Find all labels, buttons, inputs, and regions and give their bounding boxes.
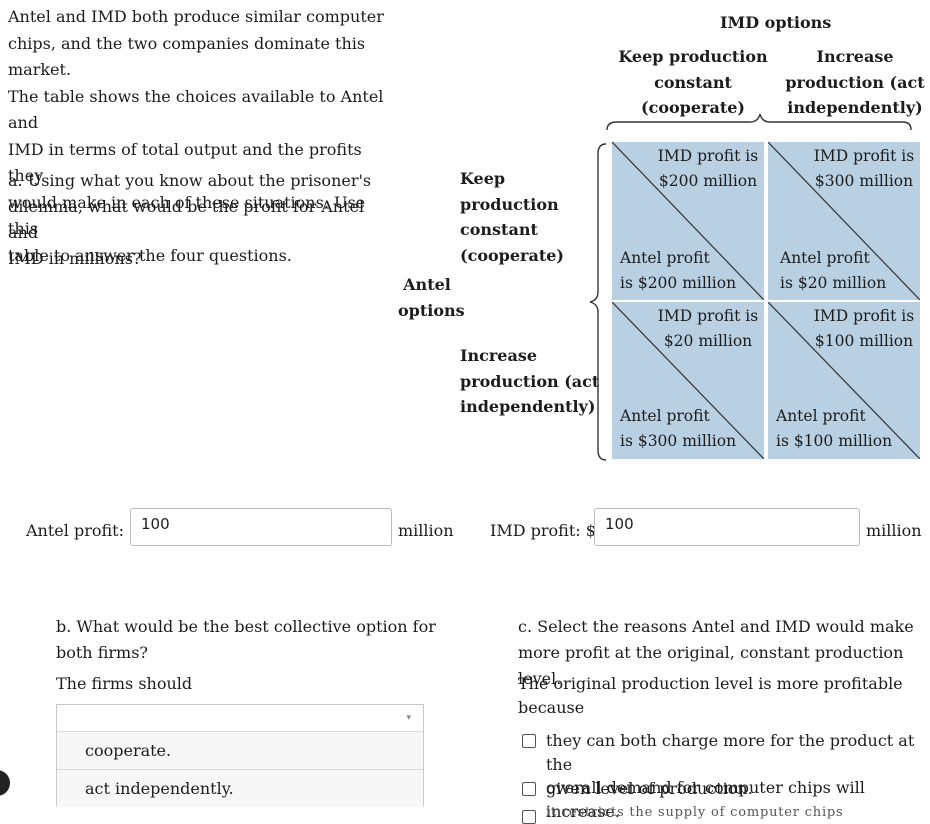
option-line: given level of production. (546, 779, 753, 798)
question-c-line: c. Select the reasons Antel and IMD woul… (518, 617, 914, 636)
dropdown-selected-value[interactable] (57, 705, 423, 731)
question-a-line: dilemma, what would be the profit for An… (8, 197, 365, 242)
imd-profit-label: IMD profit: $ (490, 521, 596, 540)
imd-col-keep-header: Keep production constant (cooperate) (618, 44, 768, 121)
reason-charge-more-text: they can both charge more for the produc… (546, 729, 930, 801)
antel-profit-text: Antel profit is $20 million (780, 246, 886, 296)
antel-title-line: options (398, 300, 465, 320)
cell-line: Antel profit (776, 407, 866, 425)
antel-profit-text: Antel profit is $200 million (620, 246, 736, 296)
cell-line: $200 million (658, 172, 758, 190)
cell-line: IMD profit is (813, 147, 915, 165)
dropdown-option-cooperate[interactable]: cooperate. (57, 731, 423, 769)
antel-row-keep-header: Keep production constant (cooperate) (460, 166, 564, 268)
row-header-line: Increase (460, 346, 538, 365)
question-b: b. What would be the best collective opt… (56, 614, 436, 666)
dropdown-option-act-independently[interactable]: act independently. (57, 769, 423, 807)
col-header-line: constant (654, 72, 732, 92)
cell-line: is $300 million (620, 432, 737, 450)
cell-line: Antel profit (620, 249, 710, 267)
row-header-line: independently) (460, 397, 596, 416)
reason-restricts-supply-text: it restricts the supply of computer chip… (546, 805, 844, 820)
imd-options-title: IMD options (720, 13, 832, 32)
question-c: c. Select the reasons Antel and IMD woul… (518, 614, 930, 692)
cell-line: $300 million (814, 172, 914, 190)
question-b-line: b. What would be the best collective opt… (56, 617, 436, 636)
cell-cooperate-independent: IMD profit is $300 million Antel profit … (768, 142, 920, 300)
antel-profit-text: Antel profit is $100 million (776, 404, 892, 454)
antel-profit-input[interactable]: 100 (130, 508, 392, 546)
question-c-prompt-line: The original production level is more pr… (518, 674, 903, 693)
antel-row-increase-header: Increase production (act independently) (460, 343, 599, 420)
cell-line: is $100 million (776, 432, 893, 450)
antel-profit-label: Antel profit: $ (26, 521, 140, 540)
col-header-line: Keep production (618, 47, 768, 66)
question-c-line: more profit at the original, constant pr… (518, 643, 904, 688)
cell-line: $100 million (814, 332, 914, 350)
row-header-line: Keep (460, 169, 506, 188)
cell-independent-independent: IMD profit is $100 million Antel profit … (768, 302, 920, 459)
intro-line: would make in each of these situations. … (8, 192, 366, 239)
cursor-marker-icon (0, 770, 10, 796)
reason-checkbox-demand-increase[interactable] (522, 782, 536, 796)
imd-profit-text: IMD profit is $200 million (652, 144, 764, 194)
intro-line: IMD in terms of total output and the pro… (8, 139, 362, 186)
imd-profit-input[interactable]: 100 (594, 508, 860, 546)
row-header-line: production (460, 194, 559, 214)
antel-title-line: Antel (403, 275, 451, 294)
reason-demand-increase-text: overall demand for computer chips will i… (546, 778, 865, 821)
intro-line: The table shows the choices available to… (8, 86, 384, 133)
cell-line: Antel profit (780, 249, 870, 267)
reason-checkbox-restricts-supply[interactable] (522, 810, 536, 824)
option-line: they can both charge more for the produc… (546, 731, 915, 774)
question-c-prompt: The original production level is more pr… (518, 672, 903, 720)
imd-profit-text: IMD profit is $100 million (808, 304, 920, 354)
unit-label: million (866, 521, 922, 540)
reason-checkbox-charge-more[interactable] (522, 734, 536, 748)
intro-line: table to answer the four questions. (8, 245, 292, 265)
left-brace (589, 143, 607, 461)
question-c-prompt-line: because (518, 698, 585, 717)
row-header-line: (cooperate) (460, 245, 564, 265)
cell-cooperate-cooperate: IMD profit is $200 million Antel profit … (612, 142, 764, 300)
question-a-line: IMD in millions? (8, 249, 142, 268)
col-header-line: production (act (785, 72, 925, 92)
antel-options-title: Antel options (398, 272, 465, 323)
row-header-line: constant (460, 220, 538, 239)
intro-text: Antel and IMD both produce similar compu… (8, 4, 388, 269)
col-header-line: Increase (816, 47, 894, 66)
antel-profit-text: Antel profit is $300 million (620, 404, 736, 454)
row-header-line: production (act (460, 371, 600, 391)
cell-independent-cooperate: IMD profit is $20 million Antel profit i… (612, 302, 764, 459)
imd-profit-text: IMD profit is $300 million (808, 144, 920, 194)
top-brace (606, 113, 912, 131)
question-a-line: a. Using what you know about the prisone… (8, 171, 372, 190)
cell-line: IMD profit is (657, 147, 759, 165)
intro-line: chips, and the two companies dominate th… (8, 33, 366, 80)
cell-line: IMD profit is (657, 307, 759, 325)
cell-line: is $200 million (620, 274, 737, 292)
intro-line: Antel and IMD both produce similar compu… (8, 7, 384, 26)
imd-col-increase-header: Increase production (act independently) (780, 44, 930, 121)
question-b-line: both firms? (56, 643, 148, 662)
firms-should-dropdown[interactable]: ▾ cooperate. act independently. (56, 704, 424, 807)
unit-label: million (398, 521, 454, 540)
col-header-line: independently) (787, 98, 923, 117)
cell-line: $20 million (663, 332, 753, 350)
cell-line: Antel profit (620, 407, 710, 425)
col-header-line: (cooperate) (641, 98, 745, 117)
question-a: a. Using what you know about the prisone… (8, 168, 378, 272)
cell-line: is $20 million (780, 274, 887, 292)
imd-profit-text: IMD profit is $20 million (652, 304, 764, 354)
question-b-prompt: The firms should (56, 674, 193, 693)
chevron-down-icon[interactable]: ▾ (406, 713, 411, 723)
cell-line: IMD profit is (813, 307, 915, 325)
